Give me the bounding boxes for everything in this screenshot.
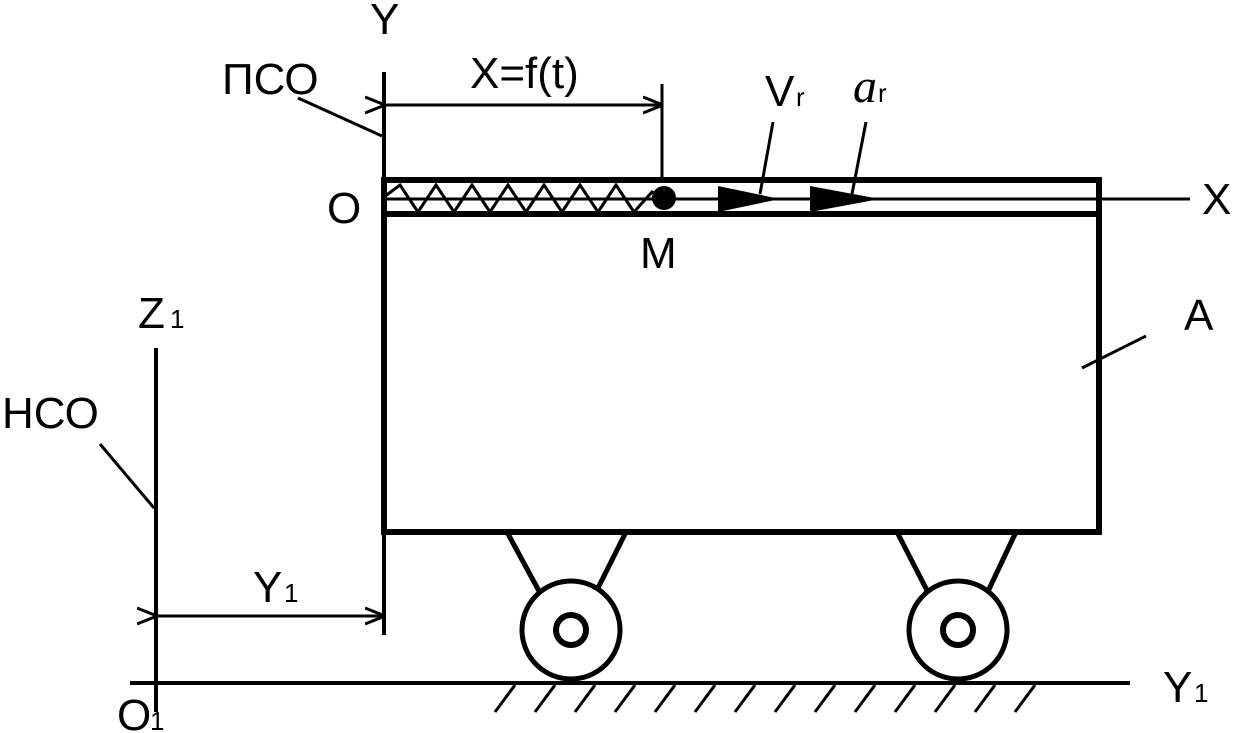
pso-label: ПСО — [222, 55, 319, 104]
axis-z1-subscript: 1 — [170, 304, 184, 334]
velocity-label: V — [765, 67, 795, 116]
velocity-arrowhead — [718, 186, 780, 212]
acceleration-arrowhead — [810, 186, 880, 212]
body-a-label: A — [1184, 291, 1214, 340]
axis-z1-label: Z — [138, 289, 165, 338]
body-a-leader — [1081, 334, 1147, 370]
axis-y1-label: Y — [1163, 663, 1192, 712]
ground-hatching — [493, 684, 1037, 713]
axis-x-label: X — [1202, 175, 1231, 224]
origin-o1-label: O — [117, 691, 151, 733]
x-law-label: X=f(t) — [470, 49, 579, 98]
pso-leader — [297, 96, 383, 138]
acceleration-label: a — [853, 60, 877, 113]
axis-y1-subscript: 1 — [1194, 678, 1208, 708]
wheel-right — [894, 530, 1019, 682]
velocity-leader — [758, 121, 775, 195]
velocity-subscript: r — [796, 82, 805, 112]
wheel-left — [504, 530, 629, 682]
axis-y-label: Y — [370, 0, 399, 44]
origin-o1-subscript: 1 — [150, 706, 164, 733]
point-m-label: M — [640, 229, 677, 278]
dist-y1-label: Y — [253, 563, 282, 612]
origin-o-label: O — [327, 184, 361, 233]
cart-body — [381, 177, 1102, 535]
point-m — [652, 186, 676, 210]
nso-label: НСО — [2, 389, 99, 438]
spring — [383, 182, 665, 215]
acceleration-subscript: r — [878, 78, 887, 108]
nso-leader — [98, 443, 156, 509]
dist-y1-subscript: 1 — [284, 578, 298, 608]
acceleration-leader — [850, 121, 868, 195]
